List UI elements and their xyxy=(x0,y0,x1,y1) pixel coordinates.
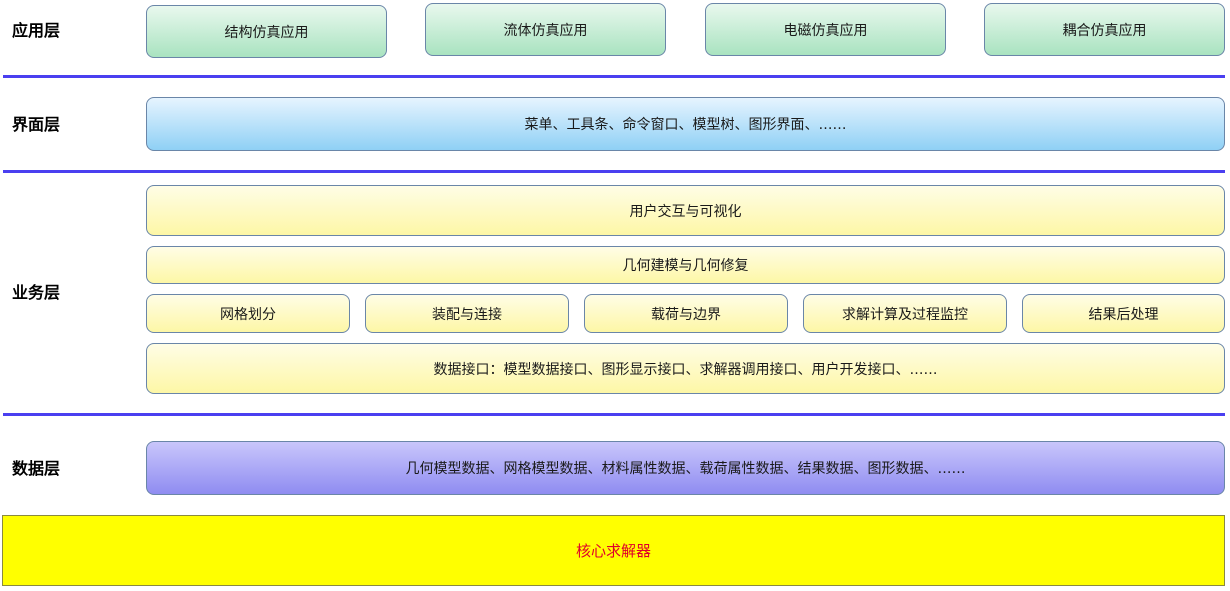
geometry-modeling-repair-box: 几何建模与几何修复 xyxy=(146,246,1225,284)
divider-business-data xyxy=(3,413,1225,416)
data-interface-box: 数据接口：模型数据接口、图形显示接口、求解器调用接口、用户开发接口、…… xyxy=(146,343,1225,394)
application-layer-label: 应用层 xyxy=(12,21,61,40)
divider-application-interface xyxy=(3,75,1225,78)
interface-layer-box: 菜单、工具条、命令窗口、模型树、图形界面、…… xyxy=(146,97,1225,151)
interface-layer-label: 界面层 xyxy=(12,115,61,134)
structural-simulation-box: 结构仿真应用 xyxy=(146,5,387,58)
divider-interface-business xyxy=(3,170,1225,173)
business-layer-label: 业务层 xyxy=(12,283,61,302)
post-processing-box: 结果后处理 xyxy=(1022,294,1225,333)
data-layer-label: 数据层 xyxy=(12,459,61,478)
core-solver-box: 核心求解器 xyxy=(2,515,1225,586)
load-boundary-box: 载荷与边界 xyxy=(584,294,788,333)
assembly-connection-box: 装配与连接 xyxy=(365,294,569,333)
data-layer-box: 几何模型数据、网格模型数据、材料属性数据、载荷属性数据、结果数据、图形数据、…… xyxy=(146,441,1225,495)
fluid-simulation-box: 流体仿真应用 xyxy=(425,3,666,56)
solve-monitor-box: 求解计算及过程监控 xyxy=(803,294,1007,333)
electromagnetic-simulation-box: 电磁仿真应用 xyxy=(705,3,946,56)
coupled-simulation-box: 耦合仿真应用 xyxy=(984,3,1225,56)
meshing-box: 网格划分 xyxy=(146,294,350,333)
user-interaction-visualization-box: 用户交互与可视化 xyxy=(146,185,1225,236)
